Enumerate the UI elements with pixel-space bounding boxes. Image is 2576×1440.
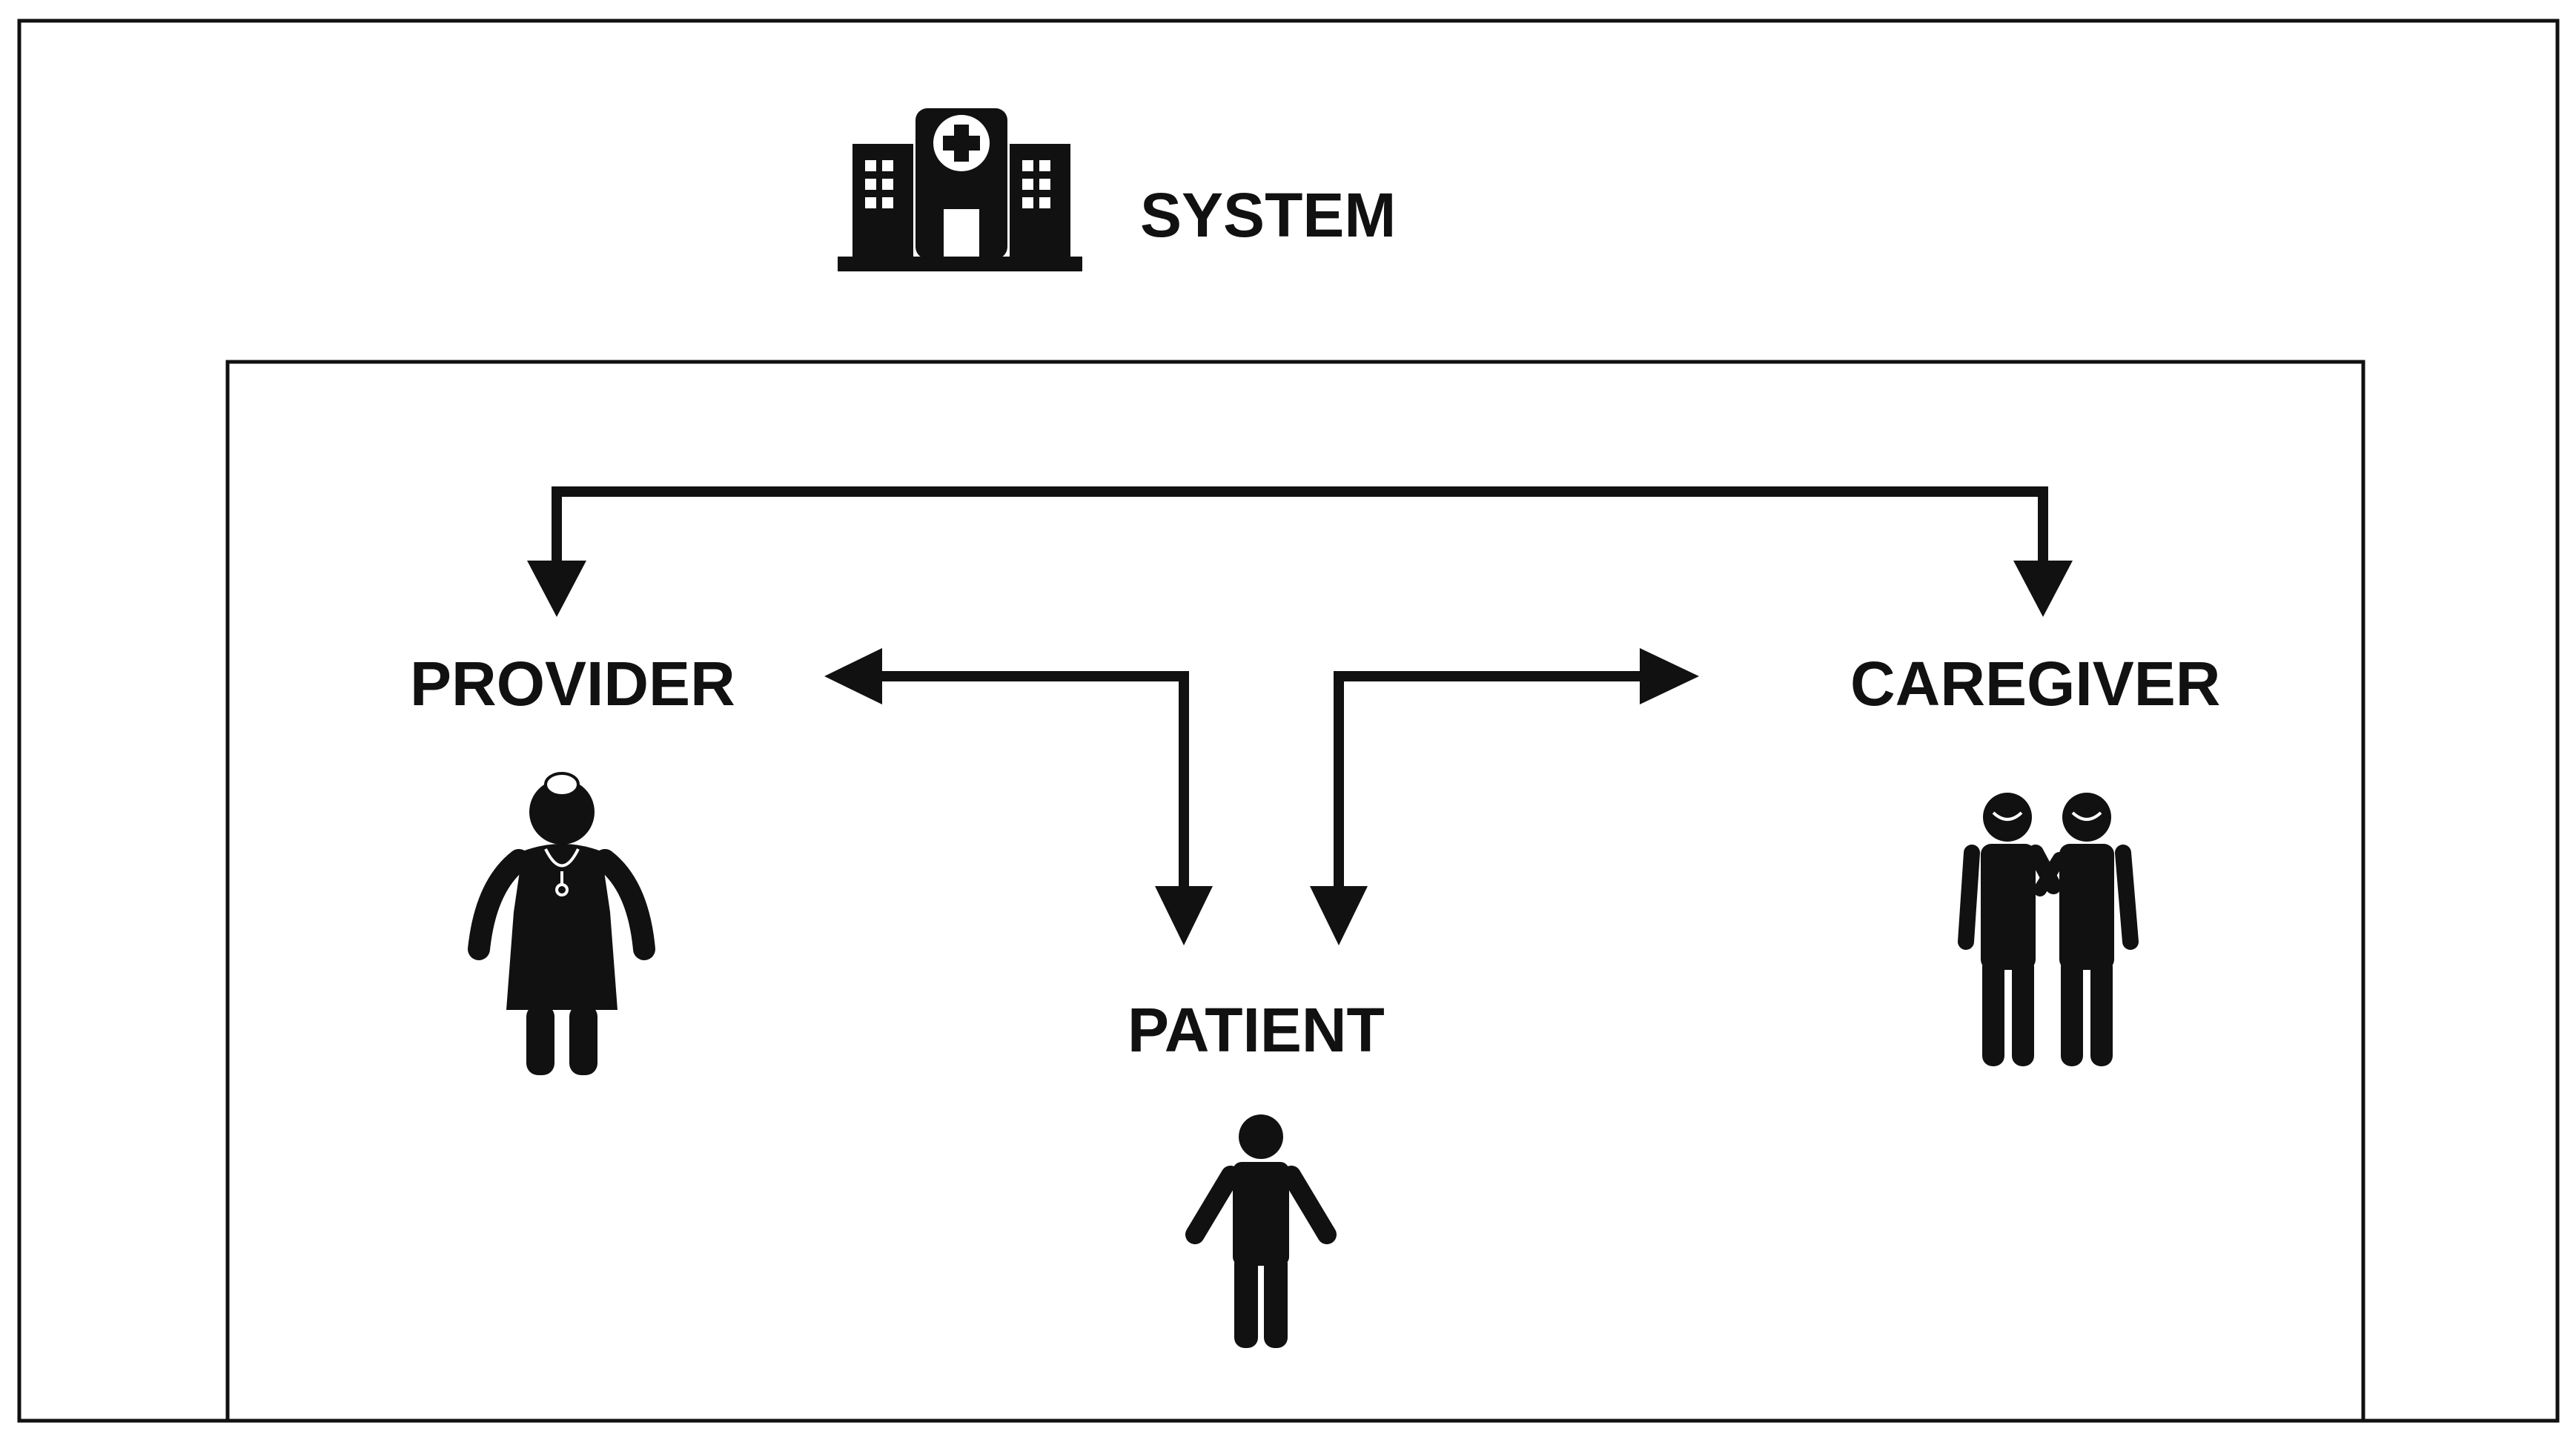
inner-frame — [225, 360, 2365, 1421]
caregiver-pair-icon — [1958, 793, 2139, 1066]
person-icon — [1185, 1114, 1337, 1348]
hospital-icon — [838, 108, 1082, 271]
arrowhead-to-caregiver — [2013, 561, 2073, 617]
arrowhead-right-to-caregiver — [1640, 648, 1699, 704]
patient-label: PATIENT — [1128, 995, 1385, 1065]
arrowheads — [527, 561, 2073, 945]
arrows — [552, 486, 2048, 894]
caregiver-label: CAREGIVER — [1850, 649, 2220, 719]
provider-patient-arrow-line — [873, 671, 1189, 894]
caregiver-patient-arrow-line — [1334, 671, 1646, 894]
arrowhead-left-to-provider — [824, 648, 882, 704]
provider-label: PROVIDER — [410, 649, 735, 719]
arrowhead-down-patient-right — [1310, 886, 1368, 945]
arrowhead-to-provider — [527, 561, 586, 617]
arrowhead-down-patient-left — [1155, 886, 1213, 945]
doctor-icon — [468, 772, 655, 1075]
outer-frame — [17, 19, 2560, 1423]
provider-caregiver-arrow-line — [552, 486, 2048, 571]
system-label: SYSTEM — [1140, 180, 1396, 250]
